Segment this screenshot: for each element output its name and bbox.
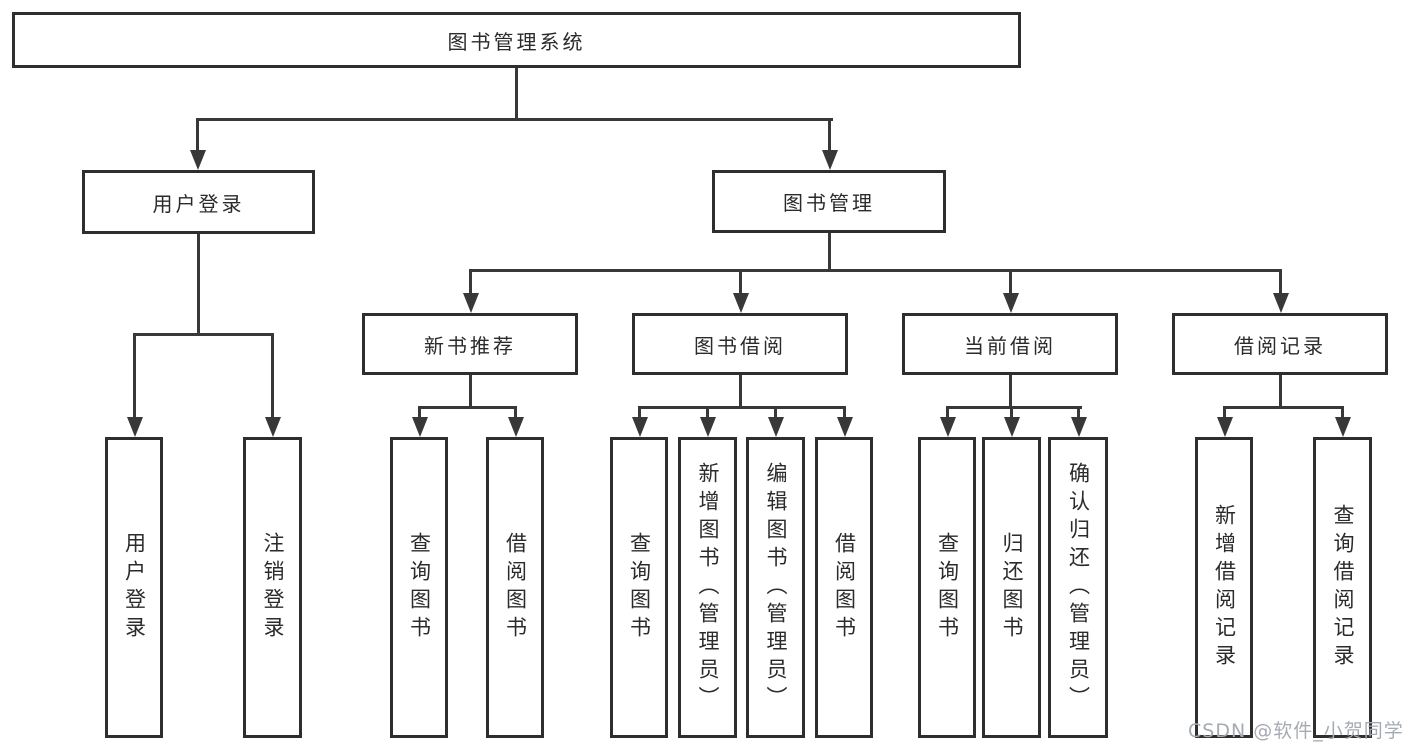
node-root: 图书管理系统 — [12, 12, 1021, 68]
connector-stem — [1341, 406, 1344, 420]
node-user-login-branch: 用户登录 — [82, 170, 315, 234]
connector-stem — [1223, 406, 1226, 420]
node-book-management-branch: 图书管理 — [712, 170, 946, 233]
node-leaf-edit-books-admin: 编辑图书（管理员） — [746, 437, 805, 738]
connector-stem — [1010, 406, 1013, 420]
connector-stem — [1009, 269, 1012, 296]
node-label: 用户登录 — [122, 531, 147, 644]
node-label: 借阅图书 — [503, 531, 528, 644]
connector-stem — [828, 118, 831, 152]
arrowhead-down-icon — [940, 417, 956, 437]
connector-rail — [418, 406, 517, 409]
node-current-borrow: 当前借阅 — [902, 313, 1118, 375]
arrowhead-down-icon — [190, 150, 206, 170]
node-leaf-confirm-return-admin: 确认归还（管理员） — [1048, 437, 1108, 738]
node-label: 用户登录 — [152, 191, 245, 216]
node-book-borrow: 图书借阅 — [632, 313, 848, 375]
node-leaf-logout: 注销登录 — [243, 437, 302, 738]
arrowhead-down-icon — [508, 417, 524, 437]
node-label: 查询借阅记录 — [1331, 503, 1355, 672]
arrowhead-down-icon — [733, 293, 749, 313]
connector-stem — [774, 406, 777, 420]
connector-stem — [706, 406, 709, 420]
connector-stem — [133, 333, 136, 421]
node-new-book-recommend: 新书推荐 — [362, 313, 578, 375]
arrowhead-down-icon — [768, 417, 784, 437]
connector-rail — [133, 333, 274, 336]
connector-stem — [1279, 269, 1282, 296]
node-label: 注销登录 — [261, 531, 285, 644]
arrowhead-down-icon — [1003, 293, 1019, 313]
node-leaf-query-borrow-record: 查询借阅记录 — [1313, 437, 1372, 738]
node-label: 图书借阅 — [694, 333, 786, 358]
node-label: 借阅图书 — [832, 531, 857, 644]
arrowhead-down-icon — [265, 417, 281, 437]
connector-stem — [418, 406, 421, 420]
arrowhead-down-icon — [700, 417, 716, 437]
node-borrow-records: 借阅记录 — [1172, 313, 1388, 375]
connector-drop — [1279, 375, 1282, 409]
connector-rail — [638, 406, 846, 409]
node-leaf-add-borrow-record: 新增借阅记录 — [1195, 437, 1253, 738]
connector-drop — [828, 233, 831, 272]
arrowhead-down-icon — [463, 293, 479, 313]
node-leaf-borrow-books: 借阅图书 — [815, 437, 873, 738]
connector-stem — [843, 406, 846, 420]
connector-stem — [638, 406, 641, 420]
arrowhead-down-icon — [632, 417, 648, 437]
connector-rail — [1223, 406, 1344, 409]
connector-drop — [197, 234, 200, 336]
node-label: 借阅记录 — [1234, 333, 1326, 358]
arrowhead-down-icon — [822, 150, 838, 170]
node-label: 确认归还（管理员） — [1066, 461, 1091, 714]
arrowhead-down-icon — [1071, 417, 1087, 437]
arrowhead-down-icon — [127, 417, 143, 437]
arrowhead-down-icon — [1004, 417, 1020, 437]
connector-stem — [196, 118, 199, 152]
connector-stem — [1077, 406, 1080, 420]
connector-rail — [946, 406, 1082, 409]
node-leaf-query-books-current: 查询图书 — [918, 437, 976, 738]
node-label: 查询图书 — [935, 531, 960, 644]
node-label: 归还图书 — [1000, 531, 1024, 644]
node-label: 查询图书 — [407, 531, 432, 644]
arrowhead-down-icon — [412, 417, 428, 437]
arrowhead-down-icon — [1273, 293, 1289, 313]
connector-drop — [1009, 375, 1012, 409]
node-root-label: 图书管理系统 — [447, 29, 586, 54]
connector-stem — [271, 333, 274, 421]
node-leaf-return-books: 归还图书 — [982, 437, 1041, 738]
connector-drop — [739, 375, 742, 409]
connector-stem — [469, 269, 472, 296]
connector-stem — [514, 406, 517, 420]
node-leaf-add-books-admin: 新增图书（管理员） — [678, 437, 737, 738]
node-leaf-query-books-recommend: 查询图书 — [390, 437, 448, 738]
node-label: 新增借阅记录 — [1212, 503, 1237, 672]
node-label: 新书推荐 — [424, 333, 516, 358]
connector-stem — [739, 269, 742, 296]
connector-stem — [946, 406, 949, 420]
connector-root-rail — [196, 118, 833, 121]
connector-drop — [469, 375, 472, 409]
arrowhead-down-icon — [1217, 417, 1233, 437]
connector-root-drop — [515, 68, 518, 120]
node-label: 新增图书（管理员） — [696, 461, 720, 714]
node-leaf-user-login: 用户登录 — [105, 437, 163, 738]
node-leaf-query-books-borrow: 查询图书 — [610, 437, 668, 738]
arrowhead-down-icon — [1335, 417, 1351, 437]
node-label: 当前借阅 — [964, 333, 1056, 358]
node-label: 编辑图书（管理员） — [764, 461, 788, 714]
node-leaf-borrow-books-recommend: 借阅图书 — [486, 437, 544, 738]
connector-rail — [469, 269, 1282, 272]
arrowhead-down-icon — [837, 417, 853, 437]
csdn-watermark: CSDN @软件_小贺同学 — [1188, 720, 1404, 742]
node-label: 图书管理 — [783, 191, 875, 215]
node-label: 查询图书 — [627, 531, 652, 644]
